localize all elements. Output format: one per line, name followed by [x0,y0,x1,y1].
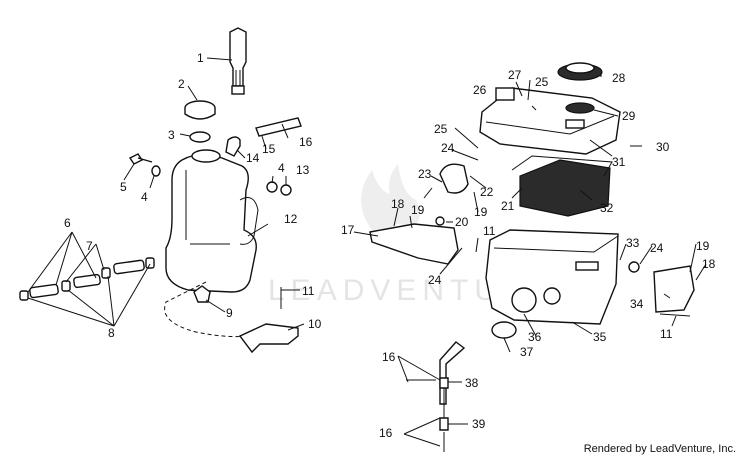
callout-26: 26 [473,83,487,97]
part-air-filter-element [511,155,613,217]
callout-24b: 24 [428,273,442,287]
callout-28: 28 [612,71,626,85]
callout-11a: 11 [302,284,315,298]
callout-15: 15 [262,142,276,156]
callout-16a: 16 [299,135,313,149]
callout-32: 32 [600,201,614,215]
callout-24a: 24 [441,141,455,155]
callout-38: 38 [465,376,479,390]
callout-7: 7 [86,239,93,253]
callout-18b: 18 [702,257,716,271]
callout-33: 33 [626,236,640,250]
callout-29: 29 [622,109,636,123]
callout-5: 5 [120,180,127,194]
callout-35: 35 [593,330,607,344]
callout-12: 12 [284,212,298,226]
callout-20: 20 [455,215,469,229]
callout-4b: 4 [278,161,285,175]
callout-27: 27 [508,68,522,82]
callout-11c: 11 [660,327,673,341]
callout-36: 36 [528,330,542,344]
part-carburetor-boot [439,163,469,194]
part-washer [151,165,161,177]
leader-lines [27,57,707,447]
callout-numbers: 1 2 3 14 15 16 5 4 4 13 12 6 7 8 9 10 11… [64,51,716,440]
part-filler-neck [229,27,247,95]
part-drain-cap [439,417,449,431]
part-fuel-line-set [19,257,155,301]
callout-6: 6 [64,216,71,230]
callout-9: 9 [226,306,233,320]
part-vent-hose [255,117,302,137]
part-lower-airbox [485,229,619,325]
callout-23: 23 [418,167,432,181]
callout-1: 1 [197,51,204,65]
callout-25a: 25 [535,75,549,89]
callout-18a: 18 [391,197,405,211]
part-clip [435,216,445,226]
part-elbow-fitting [225,136,241,157]
callout-39: 39 [472,417,486,431]
callout-21: 21 [501,199,515,213]
part-gasket [189,131,211,143]
callout-3: 3 [168,128,175,142]
part-fuel-cap [184,100,216,120]
footer-credit: Rendered by LeadVenture, Inc. [583,443,736,455]
part-air-intake-cap [557,62,603,81]
callout-17: 17 [341,223,355,237]
callout-22: 22 [480,185,494,199]
part-drain-grommet [491,321,517,339]
callout-19b: 19 [474,205,488,219]
callout-34: 34 [630,297,644,311]
callout-16b: 16 [382,350,396,364]
callout-4a: 4 [141,190,148,204]
part-intake-seal [565,102,595,114]
callout-16c: 16 [379,426,393,440]
callout-37: 37 [520,345,534,359]
part-mounting-bracket [238,323,299,354]
part-grommet-33 [628,261,640,273]
part-nut [280,184,292,196]
part-fuel-tank [165,149,259,293]
callout-11b: 11 [483,224,496,238]
part-bolt-11c [659,313,691,317]
callout-8: 8 [108,326,115,340]
part-support-arm [369,223,459,265]
part-airbox-lid [479,87,621,155]
callout-19a: 19 [411,203,425,217]
callout-10: 10 [308,317,322,331]
part-bolt [128,153,153,165]
callout-30: 30 [656,140,670,154]
part-outlet-fitting [193,285,211,303]
callout-13: 13 [296,163,310,177]
callout-24c: 24 [650,241,664,255]
part-drain-plug [439,377,449,389]
callout-14: 14 [246,151,260,165]
callout-25b: 25 [434,122,448,136]
callout-31: 31 [612,155,626,169]
callout-2: 2 [178,77,185,91]
fuel-line-path [164,281,255,338]
callout-19c: 19 [696,239,710,253]
flame-logo-icon [361,164,420,233]
part-grommet [266,181,278,193]
part-side-bracket [653,265,695,313]
